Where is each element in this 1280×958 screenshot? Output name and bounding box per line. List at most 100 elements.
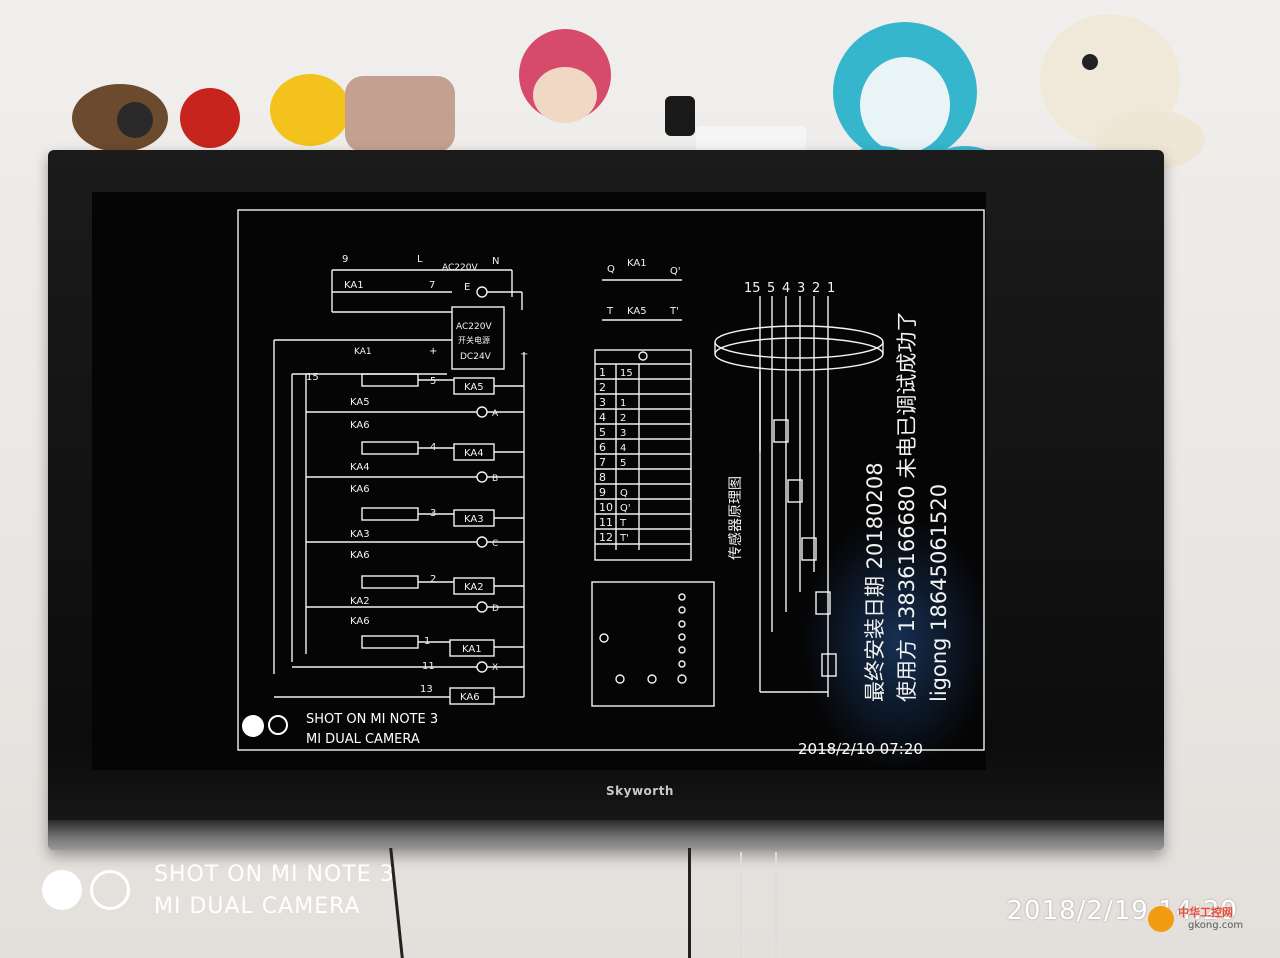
terminal-row-wire: Q <box>620 488 628 499</box>
svg-text:KA1: KA1 <box>627 258 647 269</box>
junction-box <box>591 581 715 707</box>
svg-text:KA6: KA6 <box>350 616 370 627</box>
relay-row-ka1: 1 KA1 X 11 <box>292 635 524 673</box>
svg-text:2: 2 <box>430 574 436 585</box>
svg-text:T: T <box>606 306 614 317</box>
pink-speaker <box>345 76 455 152</box>
install-info-block: 最终安装日期 20180208 使用方 13836166680 未电已调试成功了… <box>863 311 951 702</box>
svg-text:KA3: KA3 <box>350 529 370 540</box>
relay-row-ka6: 13 KA6 <box>274 684 524 705</box>
terminal-row-number: 6 <box>599 441 606 454</box>
svg-text:B: B <box>492 474 498 484</box>
label-n: N <box>492 256 499 267</box>
label-9: 9 <box>342 254 348 265</box>
relay-row-ka4: KA4 KA6 4 KA4 B <box>306 441 524 495</box>
svg-text:13: 13 <box>420 684 433 695</box>
svg-text:Q': Q' <box>670 266 681 277</box>
terminal-row-wire: T' <box>619 533 629 544</box>
svg-text:KA5: KA5 <box>464 382 484 393</box>
tv-brand-logo: Skyworth <box>606 784 674 798</box>
sensor-caption: 传感器原理图 <box>727 476 744 560</box>
svg-text:KA2: KA2 <box>464 582 484 593</box>
svg-text:4: 4 <box>782 281 790 296</box>
terminal-row-wire: T <box>619 518 627 529</box>
svg-text:T': T' <box>669 306 679 317</box>
svg-text:15: 15 <box>744 281 761 296</box>
svg-text:D: D <box>492 604 499 614</box>
power-supply-box <box>451 306 505 370</box>
terminal-row-wire: 15 <box>620 368 633 379</box>
terminal-row-wire: 2 <box>620 413 626 424</box>
svg-text:2: 2 <box>812 281 820 296</box>
sensor-diagram: 15 5 4 3 2 1 <box>714 281 884 697</box>
relay-row-ka5: KA5 KA6 5 KA5 A <box>306 373 524 431</box>
label-e: E <box>464 282 470 293</box>
terminal-row-number: 3 <box>599 396 606 409</box>
camera-lens-dot <box>242 715 264 737</box>
svg-text:Q: Q <box>607 264 615 275</box>
red-apple-toy <box>180 88 240 148</box>
svg-text:使用方 13836166680 未电已调试成功了: 使用方 13836166680 未电已调试成功了 <box>895 311 919 702</box>
label-l: L <box>417 254 423 265</box>
svg-text:5: 5 <box>430 376 436 387</box>
svg-text:KA6: KA6 <box>350 420 370 431</box>
terminal-row-number: 9 <box>599 486 606 499</box>
svg-text:X: X <box>492 663 498 673</box>
terminal-row-number: 2 <box>599 381 606 394</box>
terminal-row-wire: Q' <box>620 503 631 514</box>
terminal-row-number: 4 <box>599 411 606 424</box>
svg-text:KA6: KA6 <box>460 692 480 703</box>
screen-watermark: SHOT ON MI NOTE 3 MI DUAL CAMERA <box>306 712 439 747</box>
tv-box-device <box>665 96 695 136</box>
label-ka1-top: KA1 <box>344 280 364 291</box>
screen-timestamp: 2018/2/10 07:20 <box>798 740 923 758</box>
label-7: 7 <box>429 280 435 291</box>
terminal-row-number: 12 <box>599 531 613 544</box>
svg-text:KA4: KA4 <box>350 462 370 473</box>
cable <box>775 852 777 958</box>
svg-text:KA5: KA5 <box>627 306 647 317</box>
label-ac220v: AC220V <box>442 263 478 273</box>
svg-text:KA6: KA6 <box>350 550 370 561</box>
drawing-frame <box>237 209 985 751</box>
svg-text:KA4: KA4 <box>464 448 484 459</box>
photo-timestamp: 2018/2/19 14:29 <box>1006 896 1238 926</box>
svg-text:5: 5 <box>767 281 775 296</box>
toys-shelf <box>72 14 1205 210</box>
svg-text:KA2: KA2 <box>350 596 370 607</box>
terminal-row-number: 1 <box>599 366 606 379</box>
svg-text:1: 1 <box>827 281 835 296</box>
svg-text:KA1: KA1 <box>354 347 372 357</box>
terminal-row-wire: 4 <box>620 443 626 454</box>
power-strip <box>696 126 806 152</box>
camera-lens-ring <box>268 715 288 735</box>
tv-bottom-bezel <box>48 820 1164 850</box>
tv-screen: 9 L AC220V N KA1 7 E AC220V 开关电源 DC24V K… <box>92 192 986 770</box>
svg-text:AC220V: AC220V <box>456 322 492 332</box>
svg-text:C: C <box>492 539 498 549</box>
svg-text:KA5: KA5 <box>350 397 370 408</box>
photo-lens-dot <box>42 870 82 910</box>
svg-text:A: A <box>492 409 499 419</box>
svg-text:ligong 18645061520: ligong 18645061520 <box>927 484 951 702</box>
site-logo: 中华工控网 gkong.com <box>1148 904 1268 938</box>
wiring-diagram: 9 L AC220V N KA1 7 E AC220V 开关电源 DC24V K… <box>237 209 985 751</box>
yellow-plush-toy <box>270 74 350 146</box>
svg-text:+: + <box>429 346 437 357</box>
cable <box>688 848 691 958</box>
photo-lens-ring <box>90 870 130 910</box>
svg-text:最终安装日期 20180208: 最终安装日期 20180208 <box>863 462 887 702</box>
svg-text:DC24V: DC24V <box>460 352 492 362</box>
svg-text:开关电源: 开关电源 <box>458 335 490 345</box>
terminal-row-wire: 1 <box>620 398 626 409</box>
terminal-row-number: 8 <box>599 471 606 484</box>
svg-text:KA1: KA1 <box>462 644 482 655</box>
svg-text:15: 15 <box>306 372 319 383</box>
gear-icon <box>1148 906 1174 932</box>
terminal-row-number: 11 <box>599 516 613 529</box>
terminal-row-number: 5 <box>599 426 606 439</box>
cable <box>740 852 742 958</box>
terminal-row-wire: 5 <box>620 458 626 469</box>
relay-row-ka2: KA2 KA6 2 KA2 D <box>306 574 524 627</box>
